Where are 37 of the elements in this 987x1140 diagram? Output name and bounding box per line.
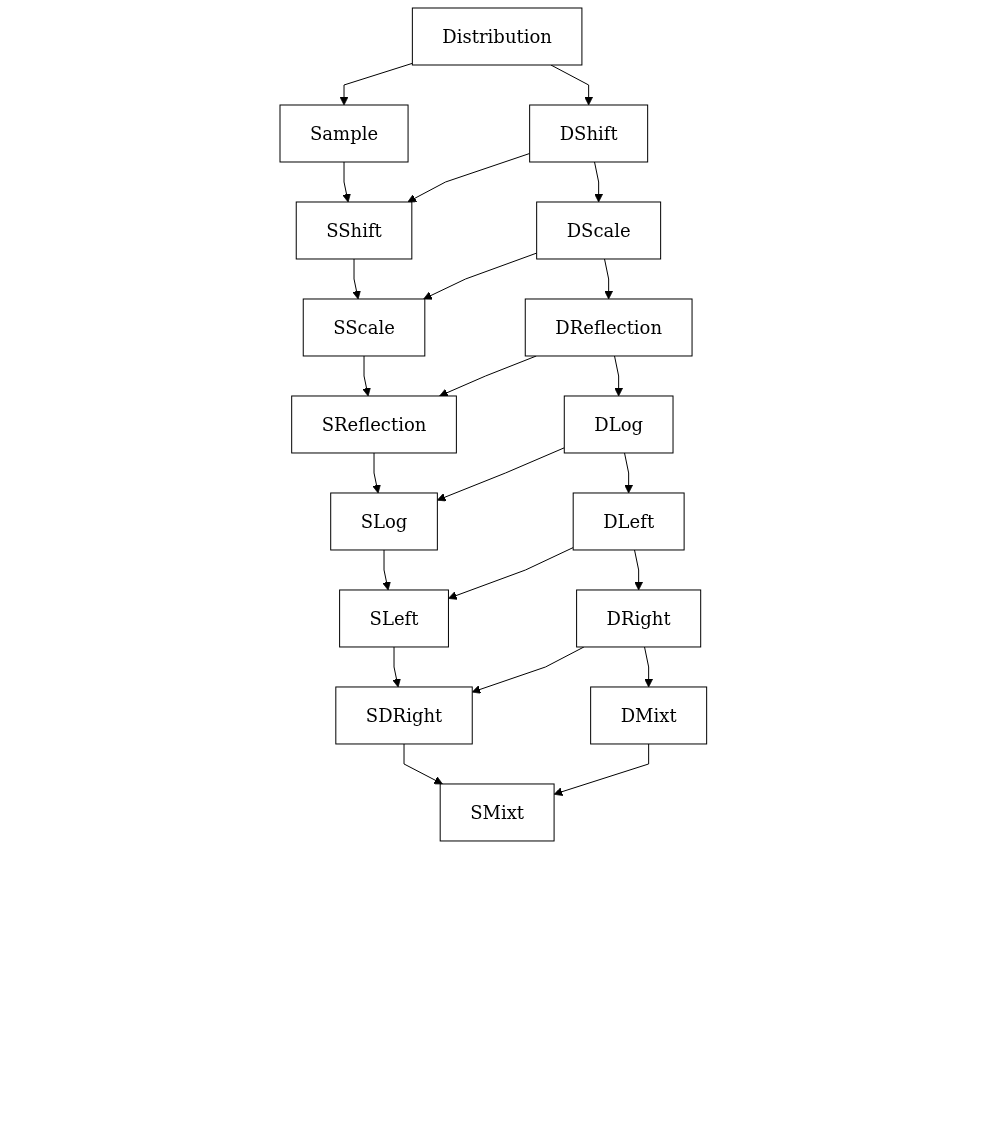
arrow — [634, 549, 644, 591]
arrow — [439, 355, 537, 397]
arrow — [594, 161, 604, 203]
node-box: SReflection — [291, 395, 458, 454]
node-box: DScale — [536, 201, 662, 260]
node-box: SLeft — [339, 589, 450, 648]
arrow — [624, 452, 634, 494]
arrow — [407, 153, 531, 203]
node-box: DReflection — [524, 298, 693, 357]
node-box: DMixt — [590, 686, 708, 745]
arrow — [644, 646, 654, 688]
arrow — [342, 161, 352, 203]
node-box: DLeft — [572, 492, 685, 551]
node-box: SLog — [330, 492, 439, 551]
node-box: DLog — [563, 395, 674, 454]
arrow — [423, 252, 538, 300]
arrow — [437, 447, 565, 502]
node-box: Sample — [279, 104, 409, 163]
arrow — [339, 62, 414, 106]
arrow — [403, 743, 443, 785]
arrow — [392, 646, 402, 688]
arrow — [614, 355, 624, 397]
node-box: SScale — [302, 298, 426, 357]
node-box: SMixt — [439, 783, 555, 842]
arrow — [362, 355, 372, 397]
node-box: DRight — [576, 589, 702, 648]
node-box: DShift — [529, 104, 649, 163]
arrow — [448, 547, 574, 600]
node-box: Distribution — [412, 7, 583, 66]
node-box: SShift — [295, 201, 413, 260]
arrow — [553, 743, 650, 796]
arrow — [372, 452, 382, 494]
node-box: SDRight — [335, 686, 473, 745]
arrow — [472, 646, 585, 694]
arrow — [352, 258, 362, 300]
arrow — [604, 258, 614, 300]
arrow — [382, 549, 392, 591]
